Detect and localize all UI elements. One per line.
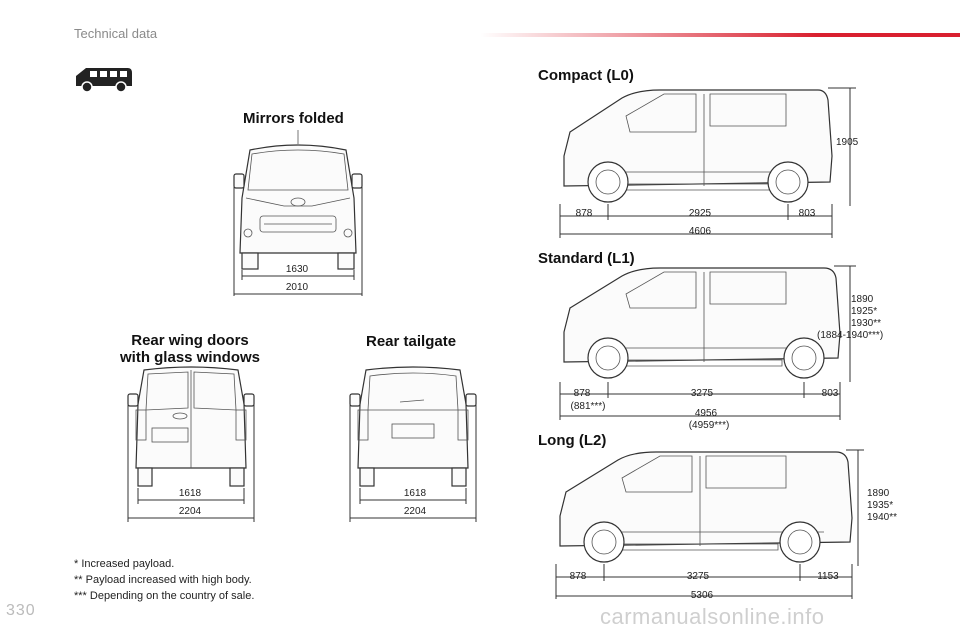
rear-wing-title-line1: Rear wing doors	[131, 332, 249, 349]
rear-wing-drawing	[127, 366, 255, 522]
front-width-outer: 2010	[285, 282, 309, 293]
compact-wheelbase: 2925	[688, 208, 712, 219]
standard-length: 4956	[694, 408, 718, 419]
long-rear-overhang: 1153	[817, 571, 839, 582]
compact-front-overhang: 878	[575, 208, 593, 219]
header-accent-line	[480, 33, 960, 37]
long-front-overhang: 878	[569, 571, 587, 582]
compact-rear-overhang: 803	[798, 208, 816, 219]
standard-rear-overhang: 803	[821, 388, 839, 399]
long-side-drawing	[555, 449, 864, 599]
long-height-2: 1935*	[867, 500, 894, 511]
standard-height-3: 1930**	[851, 318, 882, 329]
rear-tailgate-width-outer: 2204	[403, 506, 427, 517]
long-wheelbase: 3275	[686, 571, 710, 582]
rear-wing-title-line2: with glass windows	[119, 349, 261, 366]
long-height-1: 1890	[867, 488, 890, 499]
watermark: carmanualsonline.info	[600, 604, 825, 629]
footnote-3: *** Depending on the country of sale.	[74, 590, 255, 602]
rear-tailgate-width-inner: 1618	[403, 488, 427, 499]
long-title: Long (L2)	[538, 432, 607, 449]
front-view-title: Mirrors folded	[243, 110, 344, 127]
rear-wing-width-inner: 1618	[178, 488, 202, 499]
rear-wing-width-outer: 2204	[178, 506, 202, 517]
standard-height-4: (1884-1940***)	[817, 330, 884, 341]
front-view-drawing	[233, 130, 363, 296]
standard-front-overhang-alt: (881***)	[570, 401, 606, 412]
standard-front-overhang: 878	[573, 388, 591, 399]
footnote-2: ** Payload increased with high body.	[74, 574, 252, 586]
compact-height: 1905	[836, 137, 859, 148]
rear-tailgate-title: Rear tailgate	[366, 333, 457, 350]
standard-length-alt: (4959***)	[688, 420, 730, 431]
section-title: Technical data	[74, 26, 158, 41]
van-icon	[76, 68, 132, 93]
front-width-inner: 1630	[285, 264, 309, 275]
compact-side-drawing	[559, 87, 856, 238]
page-number: 330	[6, 602, 36, 619]
standard-title: Standard (L1)	[538, 250, 635, 267]
compact-title: Compact (L0)	[538, 67, 634, 84]
standard-side-drawing	[559, 265, 856, 420]
long-height-3: 1940**	[867, 512, 898, 523]
footnote-1: * Increased payload.	[74, 558, 175, 570]
long-length: 5306	[690, 590, 714, 601]
rear-tailgate-drawing	[349, 366, 477, 522]
standard-wheelbase: 3275	[690, 388, 714, 399]
standard-height-1: 1890	[851, 294, 874, 305]
standard-height-2: 1925*	[851, 306, 878, 317]
compact-length: 4606	[688, 226, 712, 237]
